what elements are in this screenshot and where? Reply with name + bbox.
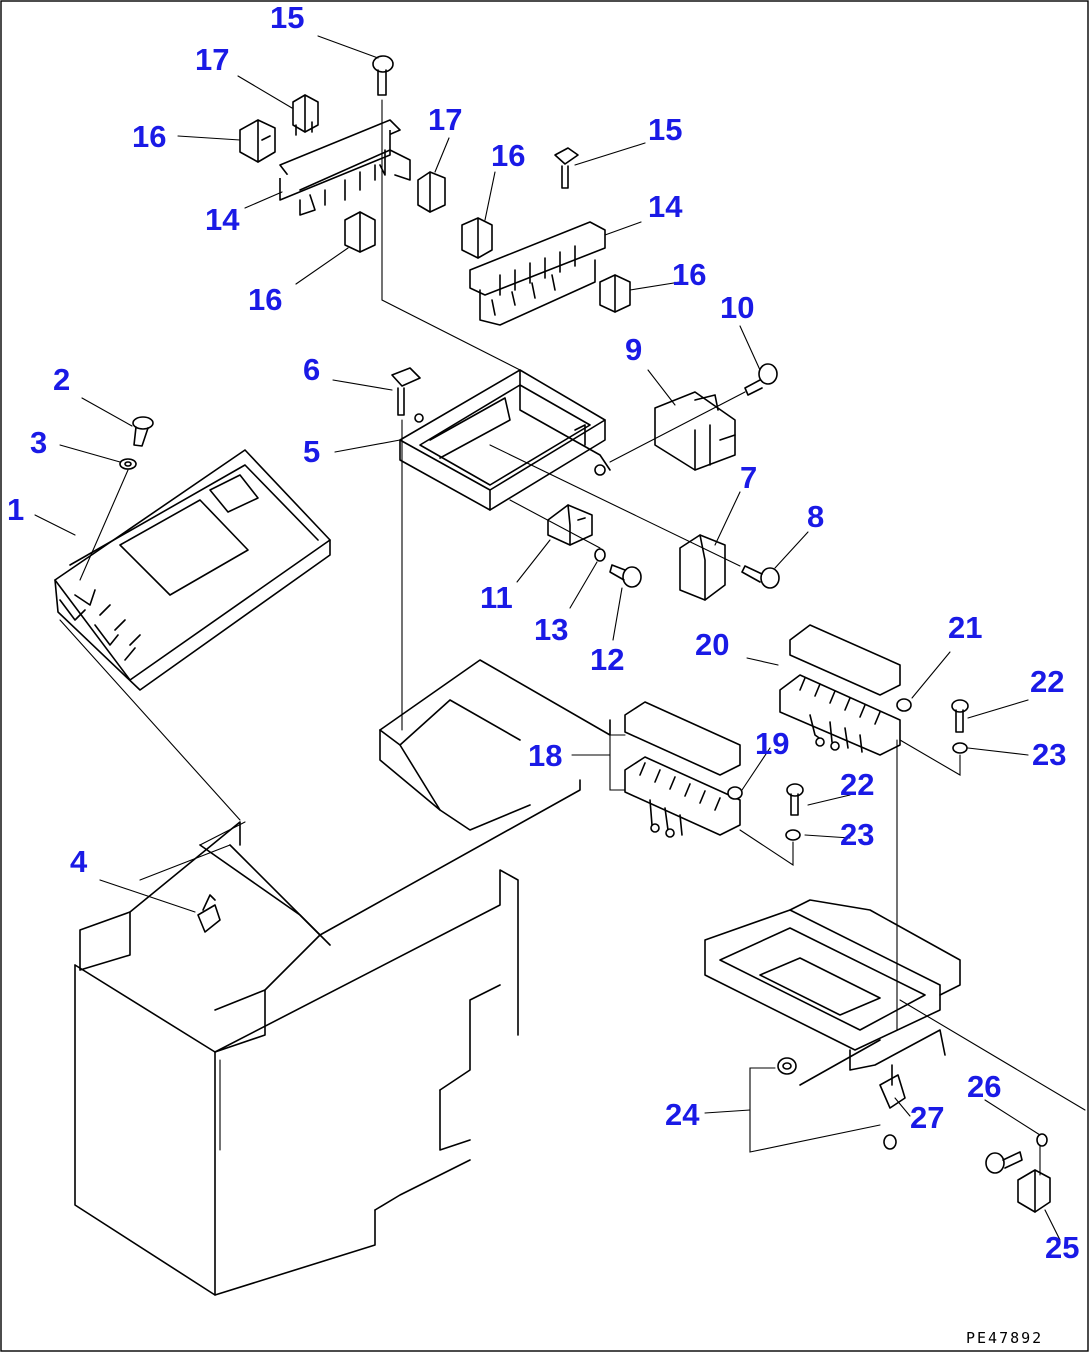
callout-19: 19 [755, 726, 789, 761]
drawing-code: PE47892 [966, 1329, 1043, 1347]
bracket-right [704, 899, 961, 1086]
relay-board-14-left [279, 119, 411, 216]
screw-22-a [951, 699, 969, 733]
callout-1: 1 [7, 492, 24, 527]
screw-12 [609, 564, 642, 588]
cab-floor-structure [74, 659, 611, 1296]
callout-12: 12 [590, 642, 624, 677]
callout-15: 15 [270, 0, 304, 35]
callout-25: 25 [1045, 1230, 1079, 1265]
relay-board-14-right [469, 221, 606, 326]
callouts: 15 17 16 17 14 16 16 15 14 16 10 9 6 5 2… [7, 0, 1079, 1265]
unit-9 [654, 391, 736, 471]
terminal-block-18 [624, 701, 741, 838]
callout-23: 23 [840, 817, 874, 852]
callout-17: 17 [195, 42, 229, 77]
screw-26 [985, 1133, 1048, 1174]
washer-3 [119, 458, 137, 470]
leader-lines [34, 35, 1061, 1241]
callout-5: 5 [303, 434, 320, 469]
relay-17-b [417, 171, 446, 213]
callout-14: 14 [205, 202, 240, 237]
callout-16: 16 [248, 282, 282, 317]
screw-2 [132, 416, 154, 447]
callout-11: 11 [480, 580, 513, 615]
screw-8 [741, 565, 780, 589]
callout-20: 20 [695, 627, 729, 662]
washer-13 [594, 548, 606, 562]
callout-4: 4 [70, 844, 88, 879]
relay-16-d [599, 274, 631, 313]
cap-19 [727, 786, 743, 800]
callout-7: 7 [740, 460, 757, 495]
terminal-block-20 [779, 624, 901, 756]
bracket-5 [399, 369, 611, 511]
relay-17-a [292, 94, 319, 136]
relay-25 [1017, 1169, 1051, 1213]
screw-10 [744, 363, 778, 396]
callout-14: 14 [648, 189, 683, 224]
bolt-15-a [372, 55, 394, 96]
callout-17: 17 [428, 102, 462, 137]
relay-16-b [344, 211, 376, 253]
callout-2: 2 [53, 362, 70, 397]
callout-22: 22 [840, 767, 874, 802]
bolt-15-b [554, 147, 579, 189]
callout-9: 9 [625, 332, 642, 367]
callout-27: 27 [910, 1100, 944, 1135]
clip-27 [879, 1064, 906, 1150]
callout-22: 22 [1030, 664, 1064, 699]
relay-16-c [461, 217, 493, 259]
callout-16: 16 [491, 138, 525, 173]
callout-18: 18 [528, 738, 562, 773]
callout-21: 21 [948, 610, 982, 645]
bolt-4 [197, 894, 221, 933]
callout-15: 15 [648, 112, 682, 147]
callout-10: 10 [720, 290, 754, 325]
callout-8: 8 [807, 499, 824, 534]
callout-16: 16 [132, 119, 166, 154]
callout-6: 6 [303, 352, 320, 387]
callout-3: 3 [30, 425, 47, 460]
washer-23-b [785, 829, 801, 841]
relay-16-a [239, 119, 276, 163]
connector-11 [547, 504, 593, 546]
screw-22-b [786, 783, 804, 816]
bolt-6 [391, 367, 421, 416]
callout-16: 16 [672, 257, 706, 292]
callout-24: 24 [665, 1097, 700, 1132]
washer-23-a [952, 742, 968, 754]
callout-23: 23 [1032, 737, 1066, 772]
relay-7 [679, 534, 726, 601]
controller-box [54, 449, 331, 691]
callout-26: 26 [967, 1069, 1001, 1104]
nut-24 [777, 1057, 797, 1075]
cap-21 [896, 698, 912, 712]
callout-13: 13 [534, 612, 568, 647]
